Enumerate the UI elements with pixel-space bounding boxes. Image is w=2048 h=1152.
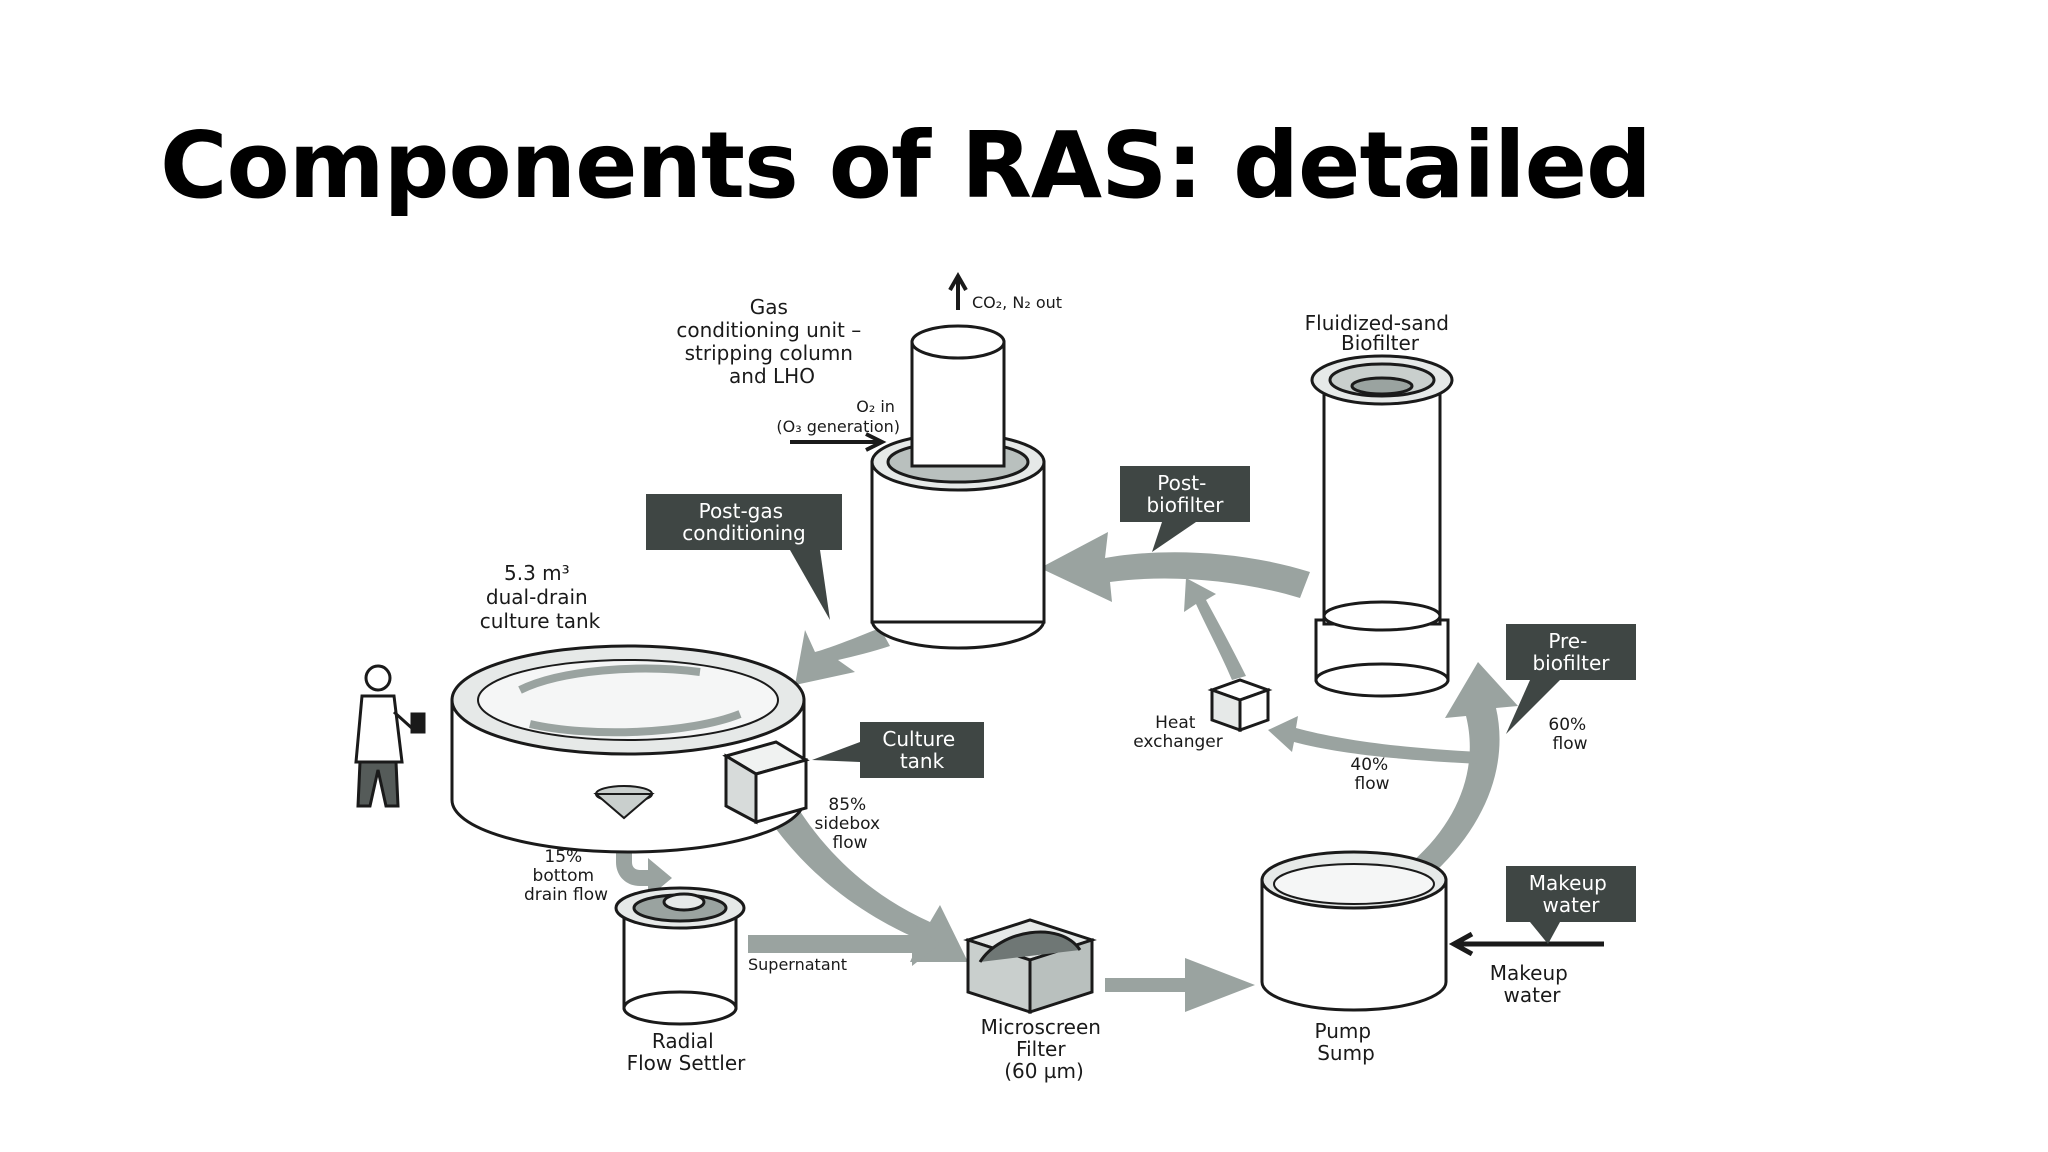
label-fluidized-sand-biofilter: Fluidized-sand Biofilter: [1305, 311, 1456, 355]
svg-text:Makeup water: Makeup water: [1529, 871, 1613, 917]
heat-exchanger-flow-arrow: [1268, 716, 1480, 764]
svg-text:Post- biofilter: Post- biofilter: [1146, 471, 1224, 517]
callout-makeup-water: Makeup water: [1506, 866, 1636, 944]
label-pump-sump: Pump Sump: [1315, 1019, 1378, 1065]
callout-pre-biofilter-line1: Pre-: [1548, 629, 1587, 653]
slide-title: Components of RAS: detailed: [160, 112, 1652, 219]
callout-pre-biofilter: Pre- biofilter: [1506, 624, 1636, 734]
heat-exchanger-to-post-biofilter-arrow: [1184, 578, 1246, 680]
label-sidebox-85: 85% sidebox flow: [815, 795, 886, 853]
callout-culture-tank-line2: tank: [900, 749, 945, 773]
callout-post-gas-line1: Post-gas: [699, 499, 783, 523]
callout-post-gas-line2: conditioning: [682, 521, 805, 545]
supernatant-flow-arrow: [748, 922, 940, 966]
label-supernatant: Supernatant: [748, 955, 847, 974]
post-biofilter-flow-arrow: [1040, 532, 1310, 602]
makeup-water-arrow: [1448, 931, 1604, 957]
co2-n2-out-arrow: [948, 271, 968, 310]
callout-post-biofilter: Post- biofilter: [1120, 466, 1250, 552]
tank-circulation-arrows: [518, 664, 742, 737]
label-gas-conditioning-unit: Gas conditioning unit – stripping column…: [676, 295, 867, 388]
microscreen-filter: [963, 918, 1097, 1015]
label-makeup-water: Makeup water: [1490, 961, 1574, 1007]
o2-in-arrow: [790, 432, 887, 452]
callout-post-gas: Post-gas conditioning: [646, 494, 842, 620]
heat-exchanger: [1207, 678, 1273, 733]
microscreen-to-sump-flow-arrow: [1105, 958, 1255, 1012]
label-microscreen-filter: Microscreen Filter (60 µm): [981, 1015, 1108, 1083]
label-gas-out: CO₂, N₂ out: [972, 293, 1062, 312]
culture-tank: [450, 644, 806, 854]
worker-figure: [354, 664, 426, 808]
callout-culture-tank: Culture tank: [812, 722, 984, 778]
label-culture-tank-main: 5.3 m³ dual-drain culture tank: [480, 561, 601, 633]
flow-arrows: [616, 532, 1518, 1012]
label-bottom-15: 15% bottom drain flow: [524, 847, 608, 905]
label-o2-in: O₂ in (O₃ generation): [776, 397, 900, 436]
svg-text:Pre- biofilter: Pre- biofilter: [1532, 629, 1610, 675]
label-radial-flow-settler: Radial Flow Settler: [627, 1029, 747, 1075]
callout-post-biofilter-line2: biofilter: [1146, 493, 1224, 517]
gas-conditioning-unit: [870, 324, 1046, 650]
label-flow-40: 40% flow: [1350, 755, 1393, 794]
radial-flow-settler: [614, 886, 746, 1026]
culture-tank-sidebox: [722, 740, 810, 825]
post-gas-flow-arrow: [795, 628, 890, 685]
callout-pre-biofilter-line2: biofilter: [1532, 651, 1610, 675]
svg-text:Post-gas conditioning: Post-gas conditioning: [682, 499, 805, 545]
pump-sump: [1260, 850, 1448, 1012]
callout-post-biofilter-line1: Post-: [1157, 471, 1206, 495]
sump-to-biofilter-flow-arrow: [1412, 662, 1518, 872]
bottom-drain-funnel: [593, 785, 655, 820]
callout-culture-tank-line1: Culture: [882, 727, 955, 751]
fluidized-sand-biofilter: [1310, 354, 1454, 698]
callout-makeup-water-line2: water: [1543, 893, 1601, 917]
label-heat-exchanger: Heat exchanger: [1133, 713, 1222, 752]
svg-text:Culture tank: Culture tank: [882, 727, 961, 773]
sidebox-flow-arrow: [752, 788, 968, 962]
label-flow-60: 60% flow: [1548, 715, 1591, 754]
callout-makeup-water-line1: Makeup: [1529, 871, 1607, 895]
